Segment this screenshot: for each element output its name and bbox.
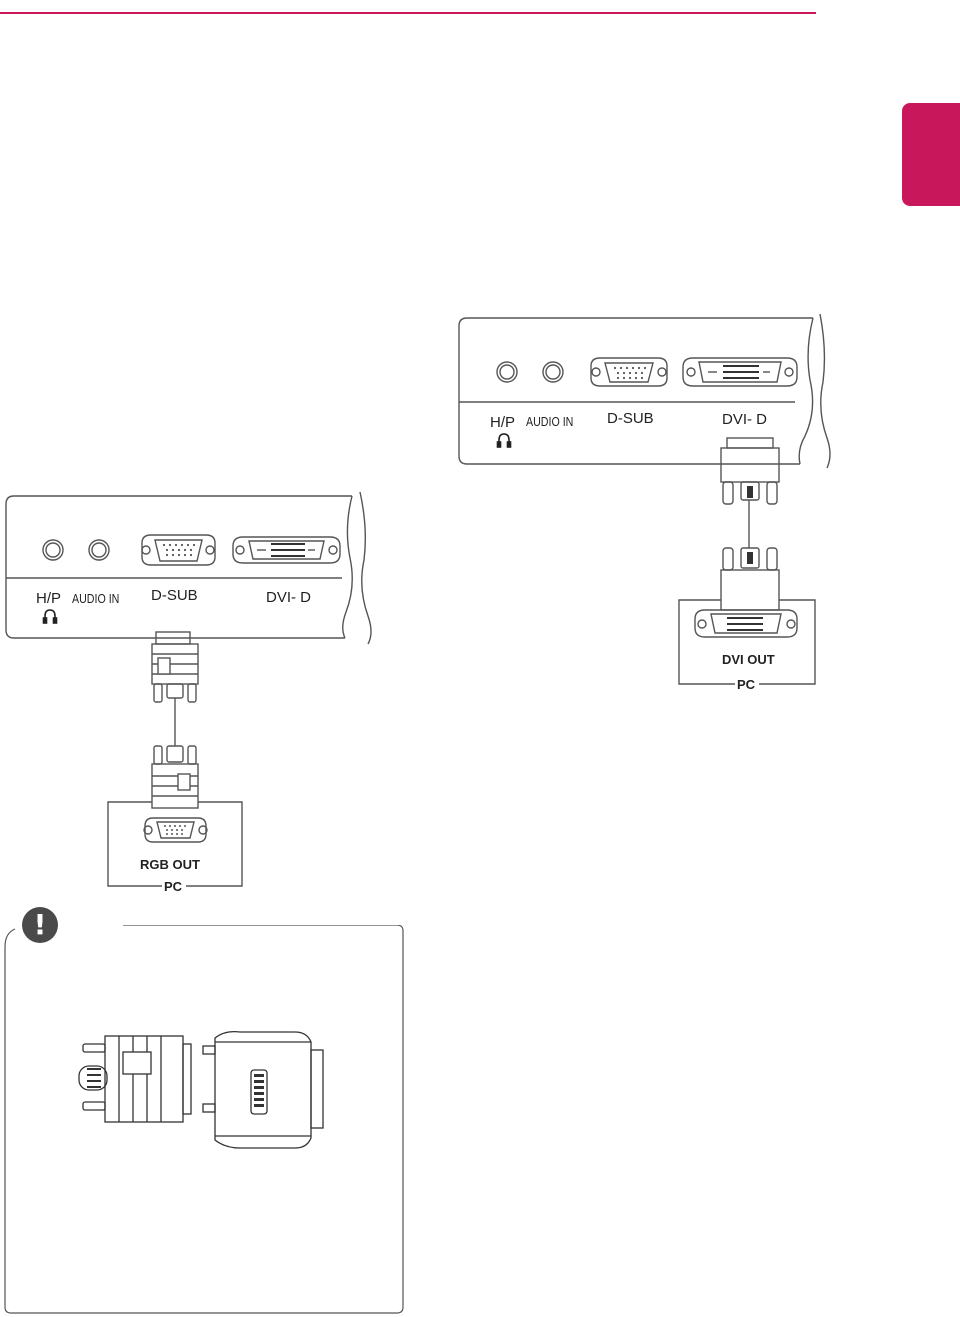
headphone-icon <box>42 609 58 624</box>
audio-in-label: AUDIO IN <box>72 591 120 606</box>
pc-port-label: DVI OUT <box>722 652 775 667</box>
hp-jack <box>42 539 64 561</box>
pc-box <box>678 599 816 685</box>
note-box <box>4 925 404 1314</box>
dvi-plug-top <box>720 437 780 505</box>
hp-label: H/P <box>36 590 62 607</box>
dvid-port <box>682 357 798 387</box>
pc-label: PC <box>164 879 183 894</box>
hp-label: H/P <box>490 414 516 431</box>
dvi-out-port <box>694 609 798 638</box>
pc-label: PC <box>737 677 756 692</box>
dvi-connection-diagram <box>458 313 831 685</box>
rgb-out-port <box>143 817 208 843</box>
pc-box <box>107 801 243 887</box>
audio-in-jack <box>542 361 564 383</box>
audio-in-label: AUDIO IN <box>526 414 574 429</box>
dsub-connection-diagram <box>5 491 372 887</box>
vga-plug-bottom <box>151 745 199 809</box>
dsub-port <box>141 534 216 566</box>
dvid-label: DVI- D <box>722 411 767 428</box>
monitor-back-panel <box>5 495 352 639</box>
dsub-port <box>590 357 668 387</box>
dvid-label: DVI- D <box>266 589 311 606</box>
gender-adapter-illustration <box>78 1030 324 1149</box>
headphone-icon <box>496 433 512 448</box>
exclamation-icon: ! <box>22 907 58 943</box>
vga-plug-top <box>151 631 199 703</box>
dsub-label: D-SUB <box>151 587 198 604</box>
dvid-port <box>232 536 341 564</box>
dsub-label: D-SUB <box>607 410 654 427</box>
monitor-back-panel <box>458 317 813 465</box>
pc-port-label: RGB OUT <box>140 857 200 872</box>
language-tab <box>902 103 960 206</box>
header-rule <box>0 12 816 14</box>
audio-in-jack <box>88 539 110 561</box>
hp-jack <box>496 361 518 383</box>
